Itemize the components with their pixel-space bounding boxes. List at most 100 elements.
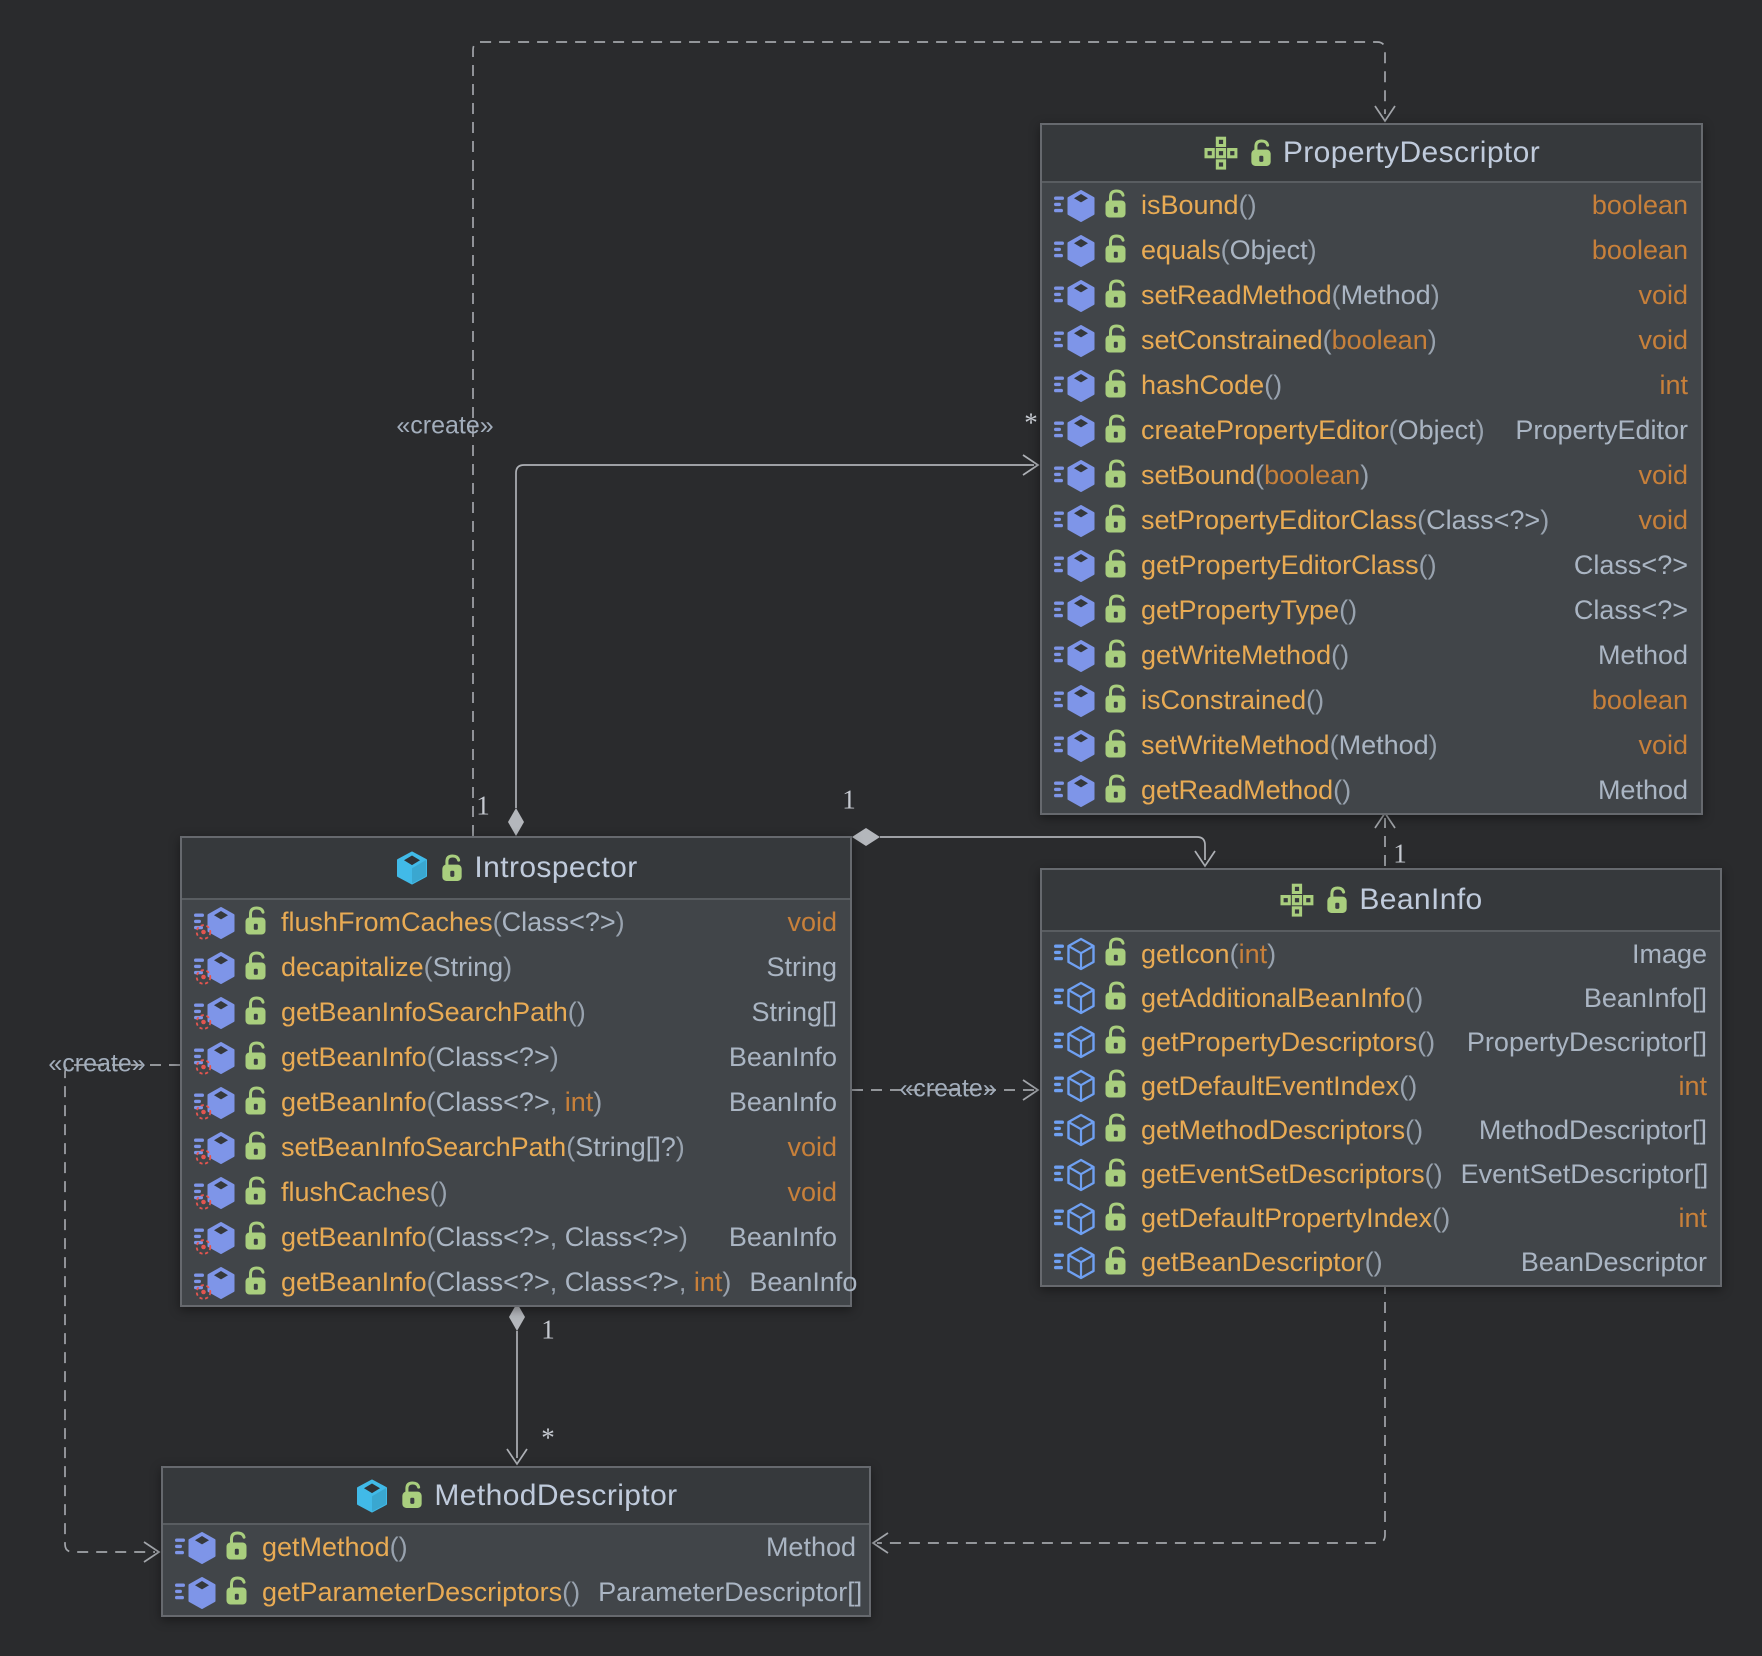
method-row[interactable]: decapitalize(String)String: [182, 945, 850, 990]
return-type: BeanInfo[]: [1583, 982, 1707, 1013]
return-type: Class<?>: [1573, 550, 1688, 580]
method-row[interactable]: equals(Object)boolean: [1042, 228, 1701, 273]
method-row[interactable]: setReadMethod(Method)void: [1042, 273, 1701, 318]
method-icon: [1054, 594, 1127, 627]
return-type: PropertyDescriptor[]: [1466, 1026, 1707, 1057]
return-type: boolean: [1591, 685, 1688, 715]
return-type: int: [1678, 1070, 1707, 1101]
method-row[interactable]: getPropertyEditorClass()Class<?>: [1042, 543, 1701, 588]
method-row[interactable]: getReadMethod()Method: [1042, 768, 1701, 813]
edge-aggregation-introspector-propertydescriptor[interactable]: [508, 454, 1040, 836]
method-row[interactable]: flushCaches()void: [182, 1170, 850, 1215]
method-signature: hashCode(): [1141, 370, 1283, 400]
public-lock-icon: [244, 996, 267, 1026]
method-row[interactable]: getMethod()Method: [163, 1525, 869, 1570]
return-type: Method: [765, 1532, 856, 1562]
method-row[interactable]: getMethodDescriptors()MethodDescriptor[]: [1042, 1108, 1720, 1152]
static-method-icon: [194, 996, 267, 1030]
method-row[interactable]: getDefaultEventIndex()int: [1042, 1064, 1720, 1108]
method-row[interactable]: flushFromCaches(Class<?>)void: [182, 900, 850, 945]
edge-aggregation-introspector-beaninfo[interactable]: [852, 828, 1216, 868]
method-row[interactable]: setPropertyEditorClass(Class<?>)void: [1042, 498, 1701, 543]
method-icon: [1054, 324, 1127, 357]
method-signature: getEventSetDescriptors(): [1141, 1159, 1443, 1190]
method-row[interactable]: setBound(boolean)void: [1042, 453, 1701, 498]
method-row[interactable]: getBeanInfo(Class<?>, Class<?>, int)Bean…: [182, 1260, 857, 1305]
public-lock-icon: [1104, 1113, 1127, 1144]
edge-aggregation-introspector-methoddescriptor[interactable]: [506, 1303, 528, 1466]
class-title: PropertyDescriptor: [1282, 136, 1541, 169]
edge-create-introspector-propertydescriptor[interactable]: [472, 41, 1396, 836]
abstract-method-icon: [1054, 1069, 1127, 1103]
public-lock-icon: [244, 906, 267, 936]
public-lock-icon: [1104, 459, 1127, 489]
abstract-method-icon: [1054, 1202, 1127, 1235]
method-row[interactable]: getWriteMethod()Method: [1042, 633, 1701, 678]
method-row[interactable]: isConstrained()boolean: [1042, 678, 1701, 723]
edge-create-introspector-methoddescriptor[interactable]: [64, 1064, 180, 1563]
create-stereotype-label: «create»: [899, 1074, 997, 1103]
method-row[interactable]: getPropertyDescriptors()PropertyDescript…: [1042, 1020, 1720, 1064]
edge-create-introspector-beaninfo[interactable]: [852, 1079, 1040, 1101]
return-type: String[]: [751, 997, 837, 1027]
class-node-introspector[interactable]: Introspector flushFromCaches(Class<?>)vo…: [180, 836, 857, 1307]
method-row[interactable]: setWriteMethod(Method)void: [1042, 723, 1701, 768]
method-row[interactable]: setBeanInfoSearchPath(String[]?)void: [182, 1125, 850, 1170]
return-type: Class<?>: [1573, 595, 1688, 625]
public-lock-icon: [244, 1086, 267, 1116]
method-signature: setBeanInfoSearchPath(String[]?): [281, 1132, 685, 1162]
method-icon: [1054, 189, 1127, 222]
abstract-method-icon: [1054, 1025, 1127, 1059]
method-row[interactable]: getDefaultPropertyIndex()int: [1042, 1197, 1720, 1241]
class-header[interactable]: BeanInfo: [1042, 870, 1720, 932]
method-row[interactable]: getParameterDescriptors()ParameterDescri…: [163, 1570, 869, 1615]
public-lock-icon: [1104, 549, 1127, 579]
return-type: BeanInfo: [728, 1042, 837, 1072]
edge-dependency-beaninfo-methoddescriptor[interactable]: [871, 1283, 1386, 1554]
method-row[interactable]: getAdditionalBeanInfo()BeanInfo[]: [1042, 976, 1720, 1020]
public-lock-icon: [401, 1481, 424, 1510]
method-row[interactable]: setConstrained(boolean)void: [1042, 318, 1701, 363]
return-type: BeanDescriptor: [1520, 1247, 1707, 1278]
class-header[interactable]: Introspector: [182, 838, 850, 900]
class-header[interactable]: PropertyDescriptor: [1042, 125, 1701, 183]
method-row[interactable]: hashCode()int: [1042, 363, 1701, 408]
class-icon: [357, 1479, 388, 1512]
abstract-method-icon: [1054, 1246, 1127, 1279]
method-row[interactable]: getBeanInfo(Class<?>, int)BeanInfo: [182, 1080, 850, 1125]
return-type: Method: [1597, 640, 1688, 670]
return-type: void: [1638, 280, 1688, 310]
edge-dependency-beaninfo-propertydescriptor[interactable]: [1374, 811, 1396, 866]
return-type: void: [1638, 325, 1688, 355]
public-lock-icon: [441, 854, 464, 882]
method-row[interactable]: getBeanDescriptor()BeanDescriptor: [1042, 1241, 1720, 1285]
public-lock-icon: [1326, 886, 1349, 914]
static-method-icon: [194, 1131, 267, 1165]
class-header[interactable]: MethodDescriptor: [163, 1468, 869, 1525]
public-lock-icon: [1104, 937, 1127, 968]
class-title: MethodDescriptor: [434, 1478, 678, 1512]
method-row[interactable]: getPropertyType()Class<?>: [1042, 588, 1701, 633]
method-icon: [1054, 234, 1127, 267]
public-lock-icon: [1104, 279, 1127, 309]
method-row[interactable]: getBeanInfo(Class<?>, Class<?>)BeanInfo: [182, 1215, 850, 1260]
static-method-icon: [194, 1221, 267, 1255]
method-row[interactable]: getBeanInfo(Class<?>)BeanInfo: [182, 1035, 850, 1080]
multiplicity-label: 1: [541, 1314, 555, 1345]
method-icon: [175, 1531, 248, 1564]
public-lock-icon: [1104, 684, 1127, 714]
abstract-method-icon: [1054, 981, 1127, 1015]
method-row[interactable]: getEventSetDescriptors()EventSetDescript…: [1042, 1152, 1720, 1196]
return-type: Method: [1597, 775, 1688, 805]
public-lock-icon: [1104, 981, 1127, 1012]
public-lock-icon: [244, 1041, 267, 1071]
method-row[interactable]: getIcon(int)Image: [1042, 932, 1720, 976]
method-row[interactable]: createPropertyEditor(Object)PropertyEdit…: [1042, 408, 1701, 453]
method-row[interactable]: isBound()boolean: [1042, 183, 1701, 228]
method-row[interactable]: getBeanInfoSearchPath()String[]: [182, 990, 850, 1035]
